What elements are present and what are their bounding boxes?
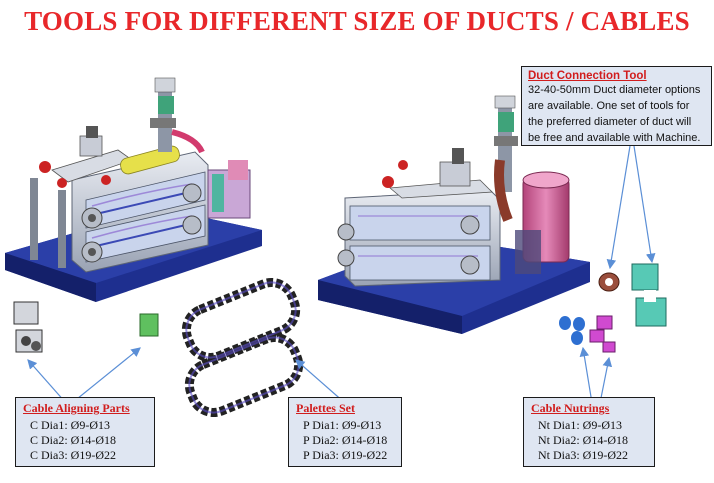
left-machine bbox=[5, 77, 262, 302]
right-machine bbox=[318, 95, 590, 334]
cable-nutrings-item: Nt Dia2: Ø14-Ø18 bbox=[538, 433, 628, 447]
palettes-set-item: P Dia3: Ø19-Ø22 bbox=[303, 448, 388, 462]
duct-connection-tool-callout: Duct Connection Tool 32-40-50mm Duct dia… bbox=[521, 66, 712, 146]
cable-nutrings-item: Nt Dia1: Ø9-Ø13 bbox=[538, 418, 622, 432]
page-title: TOOLS FOR DIFFERENT SIZE OF DUCTS / CABL… bbox=[24, 6, 690, 36]
cable-aligning-parts-heading: Cable Aligning Parts bbox=[23, 401, 130, 415]
cable-aligning-parts-callout: Cable Aligning Parts C Dia1: Ø9-Ø13 C Di… bbox=[15, 397, 155, 467]
cable-aligning-item: C Dia1: Ø9-Ø13 bbox=[30, 418, 110, 432]
palettes-set-callout: Palettes Set P Dia1: Ø9-Ø13 P Dia2: Ø14-… bbox=[288, 397, 402, 467]
cable-nutrings-item: Nt Dia3: Ø19-Ø22 bbox=[538, 448, 628, 462]
cable-aligning-item: C Dia2: Ø14-Ø18 bbox=[30, 433, 116, 447]
cable-nutrings-callout: Cable Nutrings Nt Dia1: Ø9-Ø13 Nt Dia2: … bbox=[523, 397, 655, 467]
duct-connection-tool-text: 32-40-50mm Duct diameter options are ava… bbox=[528, 84, 701, 144]
callout-arrows bbox=[27, 145, 656, 404]
cable-aligning-item: C Dia3: Ø19-Ø22 bbox=[30, 448, 116, 462]
cable-aligning-parts-image bbox=[13, 301, 159, 353]
cable-nutrings-image bbox=[559, 315, 616, 353]
duct-connection-parts-image bbox=[598, 263, 667, 327]
palettes-set-item: P Dia2: Ø14-Ø18 bbox=[303, 433, 388, 447]
palettes-set-heading: Palettes Set bbox=[296, 401, 355, 415]
palettes-set-item: P Dia1: Ø9-Ø13 bbox=[303, 418, 382, 432]
cable-nutrings-heading: Cable Nutrings bbox=[531, 401, 610, 415]
palettes-set-image bbox=[181, 277, 304, 418]
duct-connection-tool-heading: Duct Connection Tool bbox=[528, 70, 647, 82]
